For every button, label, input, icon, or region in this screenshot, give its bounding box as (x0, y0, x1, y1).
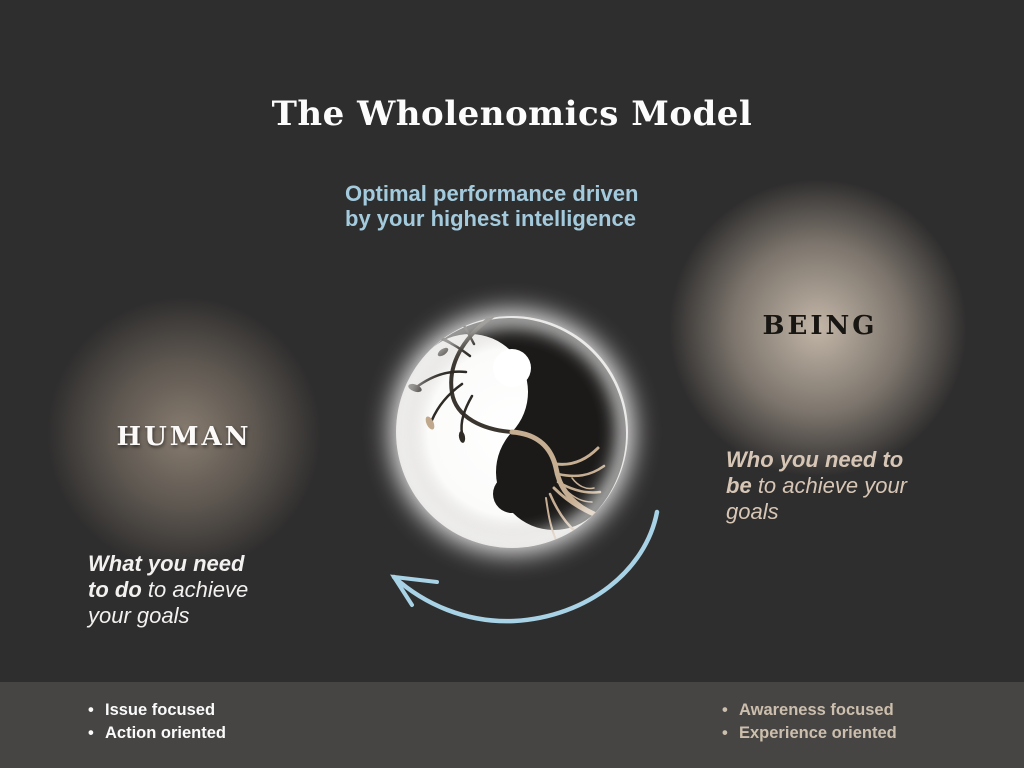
tree-trunk-lower (509, 429, 597, 517)
footer-bar: Issue focused Action oriented Awareness … (0, 682, 1024, 768)
inner-rim-glow (396, 316, 628, 548)
being-label: BEING (762, 311, 878, 341)
subtitle-line-1: Optimal performance driven (345, 181, 639, 206)
footer-right-list: Awareness focused Experience oriented (722, 699, 897, 745)
tree-leaves (408, 328, 466, 443)
tree-trunk-upper (449, 316, 514, 434)
yin-dark-region (430, 317, 627, 531)
footer-item: Awareness focused (722, 699, 897, 722)
halo-glow (391, 311, 633, 553)
yin-dot (493, 475, 531, 513)
subtitle-line-2: by your highest intelligence (345, 206, 636, 231)
counterclockwise-curved-arrow-icon (390, 509, 660, 624)
yin-yang-disc (396, 316, 628, 548)
page-title: The Wholenomics Model (271, 94, 753, 134)
footer-item: Issue focused (88, 699, 226, 722)
yang-dot (493, 349, 531, 387)
subtitle: Optimal performance driven by your highe… (345, 181, 638, 231)
human-note: What you need to do to achieve your goal… (88, 551, 249, 628)
human-label: HUMAN (116, 422, 252, 452)
footer-item: Experience oriented (722, 722, 897, 745)
tree-branches (416, 316, 476, 436)
footer-left-list: Issue focused Action oriented (88, 699, 226, 745)
being-note: Who you need to be to achieve your goals (726, 447, 908, 524)
tree-roots (545, 446, 606, 541)
footer-item: Action oriented (88, 722, 226, 745)
